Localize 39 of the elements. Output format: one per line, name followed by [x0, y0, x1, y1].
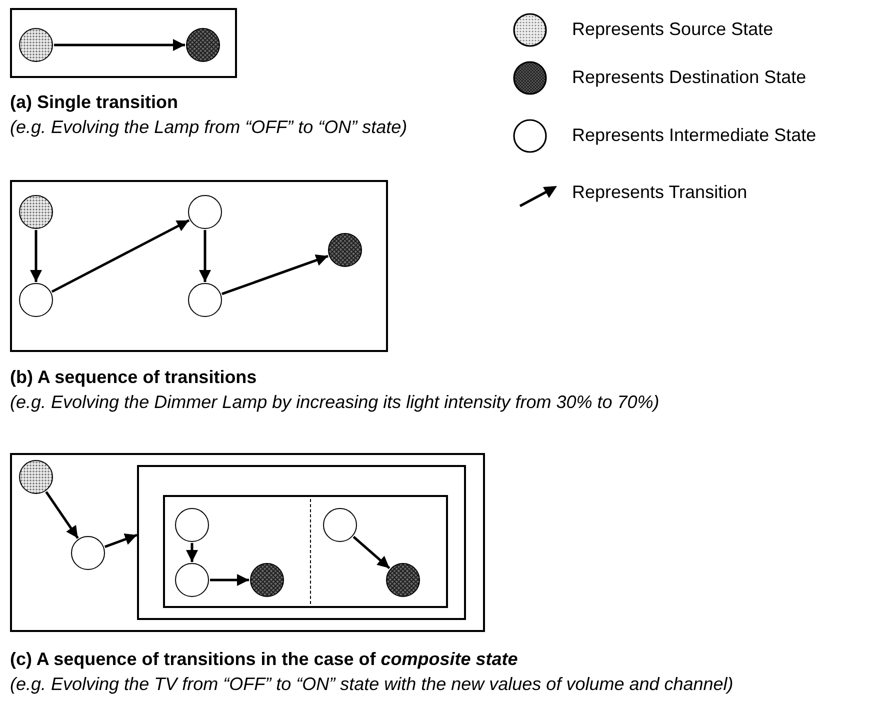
destination-state-circle	[386, 563, 420, 597]
frame-box	[10, 8, 237, 78]
source-state-circle	[19, 195, 53, 229]
intermediate-state-circle	[71, 536, 105, 570]
transition-arrow	[30, 230, 42, 282]
intermediate-state-circle	[188, 283, 222, 317]
intermediate-state-circle	[175, 563, 209, 597]
transition-arrow	[352, 536, 390, 570]
transition-arrow	[45, 491, 79, 539]
source-state-circle	[19, 28, 53, 62]
transition-arrow	[222, 254, 328, 296]
intermediate-state-circle	[175, 508, 209, 542]
transition-arrow	[104, 534, 138, 548]
destination-state-circle	[328, 233, 362, 267]
transition-arrow	[199, 230, 211, 282]
transition-arrow	[54, 39, 185, 51]
example-note: (e.g. Evolving the Lamp from “OFF” to “ON” state)	[10, 117, 408, 138]
panel-caption: (a) Single transition	[10, 92, 178, 113]
legend-text: Represents Source State	[572, 19, 774, 40]
panel-caption: (b) A sequence of transitions	[10, 367, 257, 388]
source-state-circle	[19, 460, 53, 494]
transition-arrow	[51, 219, 190, 293]
intermediate-state-circle	[323, 508, 357, 542]
example-note: (e.g. Evolving the TV from “OFF” to “ON” state with the new values of volume and channel)	[10, 674, 734, 695]
frame-box	[137, 465, 466, 620]
example-note: (e.g. Evolving the Dimmer Lamp by increasing its light intensity from 30% to 70%)	[10, 392, 660, 413]
panel-caption: (c) A sequence of transitions in the case of composite state	[10, 649, 518, 670]
frame-box	[10, 453, 485, 632]
transition-arrow	[210, 574, 249, 586]
destination-state-circle	[186, 28, 220, 62]
frame-box	[10, 180, 388, 352]
legend-text: Represents Transition	[572, 182, 748, 203]
intermediate-state-circle	[188, 195, 222, 229]
legend-text: Represents Destination State	[572, 67, 806, 88]
transition-arrow	[186, 543, 198, 562]
legend-text: Represents Intermediate State	[572, 125, 816, 146]
destination-state-circle	[250, 563, 284, 597]
intermediate-state-circle	[19, 283, 53, 317]
frame-box	[163, 495, 448, 608]
